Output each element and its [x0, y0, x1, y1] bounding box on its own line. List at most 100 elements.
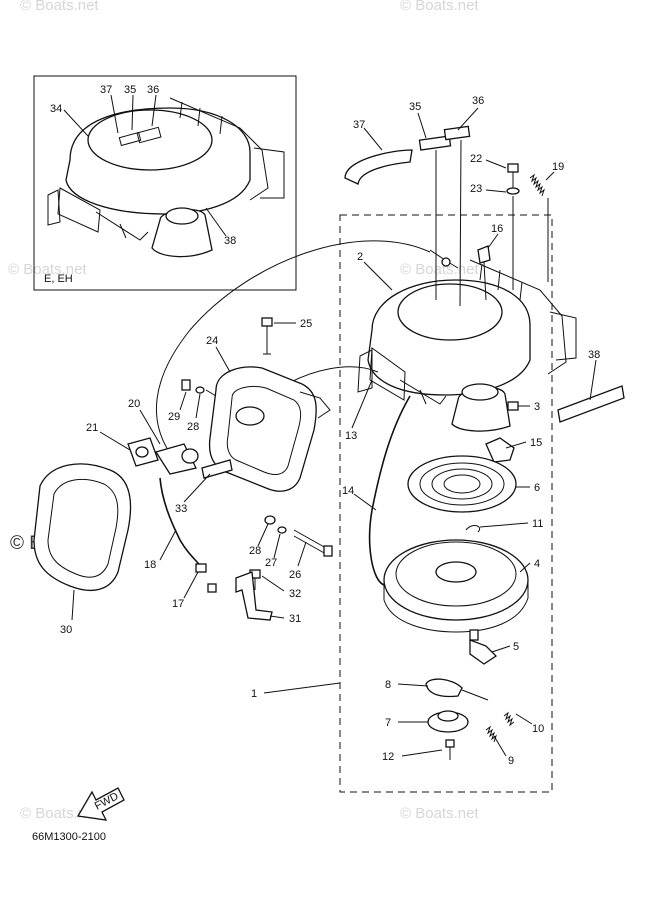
drive-plate-link	[461, 689, 489, 701]
callout-13: 13	[345, 430, 357, 442]
callout-inset-36: 36	[147, 84, 159, 96]
nut-29	[181, 379, 191, 391]
leader-12	[401, 749, 443, 757]
bolt-26	[293, 529, 333, 557]
callout-33: 33	[175, 503, 187, 515]
callout-15: 15	[530, 437, 542, 449]
washer-23	[506, 187, 520, 195]
callout-9: 9	[508, 755, 514, 767]
watermark-right: © Boats.net	[400, 261, 479, 278]
leader-8	[397, 683, 429, 687]
clip-11	[465, 525, 480, 533]
callout-27: 27	[265, 557, 277, 569]
grommet-30	[33, 463, 132, 592]
cable-end-17	[195, 563, 207, 573]
leader-2	[363, 261, 393, 291]
leader-5	[491, 645, 511, 653]
leader-13	[351, 379, 373, 429]
leader-inset-36	[151, 94, 157, 127]
inset-view: E, EH 37 35 36 34 38	[33, 75, 297, 291]
inset-label: E, EH	[44, 273, 73, 285]
callout-29: 29	[168, 411, 180, 423]
part-16	[477, 245, 491, 264]
leader-inset-37	[110, 94, 119, 134]
spring-10	[503, 711, 515, 727]
leader-38	[589, 359, 597, 401]
watermark-top-right: © Boats.net	[400, 0, 479, 14]
cable-18	[159, 477, 205, 571]
leader-35	[417, 112, 427, 139]
callout-inset-35: 35	[124, 84, 136, 96]
callout-18: 18	[144, 559, 156, 571]
leader-14	[353, 493, 377, 511]
leader-21	[99, 431, 131, 451]
leader-22	[485, 159, 507, 169]
callout-3: 3	[534, 401, 540, 413]
reel-4	[383, 539, 529, 633]
inset-border	[33, 75, 297, 291]
watermark-left: © Boats.net	[8, 261, 87, 278]
callout-38: 38	[588, 349, 600, 361]
leader-15	[505, 441, 527, 449]
callout-30: 30	[60, 624, 72, 636]
callout-32: 32	[289, 588, 301, 600]
callout-37: 37	[353, 119, 365, 131]
callout-5: 5	[513, 641, 519, 653]
bolt-22	[507, 163, 519, 188]
callout-24: 24	[206, 335, 218, 347]
callout-inset-38: 38	[224, 235, 236, 247]
leader-19	[545, 171, 555, 181]
callout-6: 6	[534, 482, 540, 494]
callout-8: 8	[385, 679, 391, 691]
callout-4: 4	[534, 558, 540, 570]
screw-12	[445, 739, 455, 760]
callout-17: 17	[172, 598, 184, 610]
leader-11	[479, 522, 529, 528]
callout-inset-34: 34	[50, 103, 62, 115]
leader-29	[179, 391, 187, 411]
assembly-boundary	[339, 214, 553, 793]
leader-1	[263, 682, 341, 694]
spring-19	[529, 173, 545, 197]
decal-35	[418, 135, 452, 151]
leader-32	[261, 575, 285, 592]
leader-28	[257, 523, 269, 547]
starter-cover	[357, 259, 577, 432]
bolt-25	[261, 317, 273, 355]
watermark-top-left: © Boats.net	[20, 0, 99, 14]
pawl-pin	[469, 629, 479, 641]
decal-38	[557, 385, 625, 423]
washer-27	[277, 526, 287, 534]
diagram-code: 66M1300-2100	[32, 831, 106, 843]
leader-31	[269, 615, 285, 619]
pawl-5	[469, 639, 498, 665]
leader-inset-38	[205, 207, 227, 237]
callout-28-top: 28	[187, 421, 199, 433]
leader-16	[487, 233, 499, 249]
fwd-arrow-icon: FWD	[76, 787, 125, 821]
callout-35: 35	[409, 101, 421, 113]
callout-26: 26	[289, 569, 301, 581]
leader-26	[297, 541, 307, 567]
label-strip-37	[344, 149, 413, 185]
washer-28	[264, 515, 276, 525]
leader-23	[485, 189, 507, 193]
washer-28-top	[195, 386, 205, 394]
callout-10: 10	[532, 723, 544, 735]
drive-plate-8	[425, 678, 463, 698]
callout-22: 22	[470, 153, 482, 165]
leader-9	[493, 735, 507, 757]
spring-9	[485, 725, 497, 743]
leader-4	[519, 562, 531, 573]
callout-14: 14	[342, 485, 354, 497]
callout-7: 7	[385, 717, 391, 729]
nut-3	[507, 401, 519, 411]
callout-31: 31	[289, 613, 301, 625]
leader-27	[273, 533, 281, 559]
inset-starter-cover	[47, 97, 285, 258]
leader-37	[363, 127, 383, 151]
callout-20: 20	[128, 398, 140, 410]
leader-10	[515, 713, 533, 725]
bracket-24	[205, 366, 331, 492]
